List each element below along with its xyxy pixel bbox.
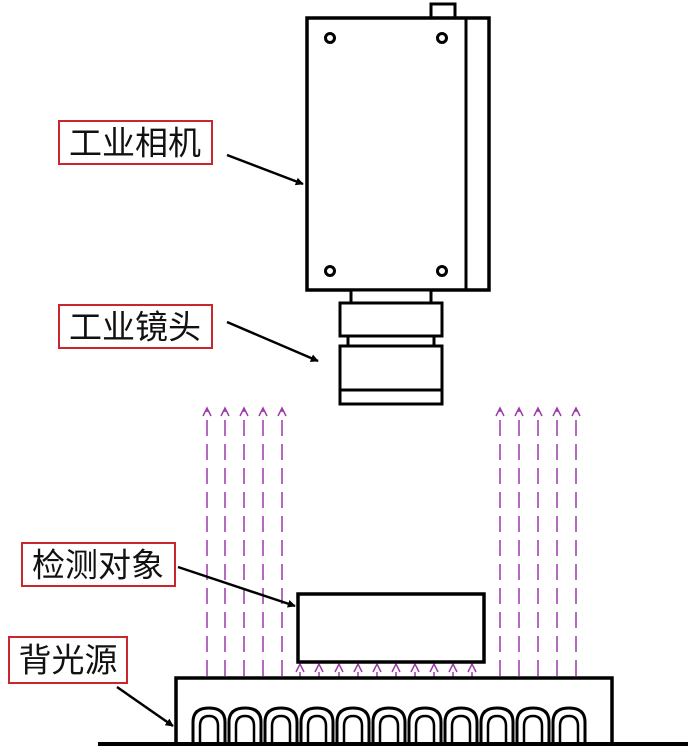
- object-pointer-arrow: [177, 565, 296, 608]
- led-array: [191, 706, 587, 744]
- light-ray-arrowhead: [514, 406, 524, 417]
- light-ray-arrowhead: [533, 406, 543, 417]
- light-ray-arrowhead: [391, 662, 401, 673]
- label-backlight-box: [8, 636, 128, 684]
- light-ray-arrowhead: [220, 406, 230, 417]
- label-camera-text: 工业相机: [69, 124, 201, 163]
- led-bulb-inner: [378, 714, 400, 744]
- light-ray-arrowhead: [571, 406, 581, 417]
- backlight-pointer-arrow: [116, 685, 174, 728]
- lens-lower-barrel: [338, 344, 444, 392]
- light-ray-arrowhead: [429, 662, 439, 673]
- light-ray-arrowhead: [258, 406, 268, 417]
- light-ray-arrowhead: [495, 406, 505, 417]
- led-bulb: [479, 706, 515, 744]
- led-bulb: [263, 706, 299, 744]
- inspection-object: [296, 592, 486, 664]
- industrial-camera: [305, 2, 491, 292]
- led-bulb: [407, 706, 443, 744]
- light-ray-arrowhead: [202, 406, 212, 417]
- lens-front: [338, 388, 444, 406]
- light-ray-arrowhead: [353, 662, 363, 673]
- led-bulb: [227, 706, 263, 744]
- camera-screw: [324, 265, 336, 277]
- camera-pointer-arrow: [226, 153, 304, 186]
- lens-mount: [349, 288, 433, 305]
- label-object: 检测对象: [21, 542, 176, 587]
- led-bulb-inner: [198, 714, 220, 744]
- label-camera: 工业相机: [58, 120, 213, 165]
- label-camera-box: [58, 120, 213, 165]
- led-bulb: [299, 706, 335, 744]
- industrial-lens: [338, 288, 444, 406]
- light-ray-arrowhead: [239, 406, 249, 417]
- label-backlight: 背光源: [8, 636, 128, 684]
- lens-upper-ring: [338, 301, 444, 338]
- lens-pointer-arrow: [226, 320, 319, 363]
- led-bulb-inner: [450, 714, 472, 744]
- label-object-text: 检测对象: [32, 546, 164, 585]
- light-ray-arrowhead: [467, 662, 477, 673]
- led-bulb-inner: [234, 714, 256, 744]
- led-bulb-inner: [522, 714, 544, 744]
- backlight-unit: [174, 676, 614, 746]
- led-bulb-inner: [414, 714, 436, 744]
- led-bulb-inner: [558, 714, 580, 744]
- led-bulb-inner: [306, 714, 328, 744]
- light-ray-arrowhead: [277, 406, 287, 417]
- light-ray-arrowhead: [372, 662, 382, 673]
- camera-body: [305, 16, 491, 292]
- label-lens-text: 工业镜头: [69, 308, 201, 347]
- label-object-box: [21, 542, 176, 587]
- led-bulb: [371, 706, 407, 744]
- led-bulb-inner: [342, 714, 364, 744]
- label-lens: 工业镜头: [58, 304, 213, 349]
- label-backlight-text: 背光源: [19, 641, 118, 680]
- light-ray-arrowhead: [334, 662, 344, 673]
- led-bulb-inner: [270, 714, 292, 744]
- light-ray-arrowhead: [448, 662, 458, 673]
- camera-screw: [436, 265, 448, 277]
- camera-screw: [436, 32, 448, 44]
- light-ray-arrowhead: [295, 662, 305, 673]
- camera-screw: [324, 32, 336, 44]
- led-bulb: [551, 706, 587, 744]
- label-lens-box: [58, 304, 213, 349]
- led-bulb: [515, 706, 551, 744]
- light-ray-arrowhead: [552, 406, 562, 417]
- led-bulb: [191, 706, 227, 744]
- light-ray-arrowhead: [410, 662, 420, 673]
- led-bulb: [335, 706, 371, 744]
- light-ray-arrowhead: [314, 662, 324, 673]
- led-bulb-inner: [486, 714, 508, 744]
- led-bulb: [443, 706, 479, 744]
